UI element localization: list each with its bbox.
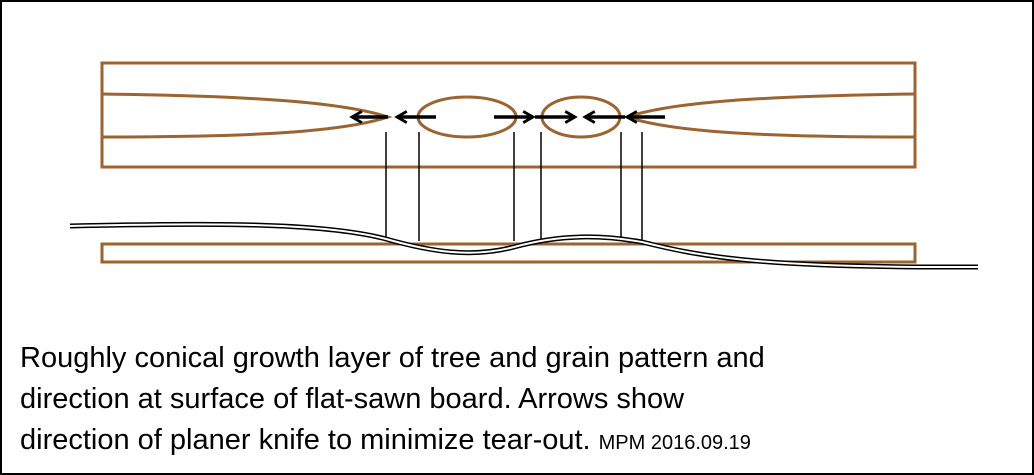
board-top-view [100, 61, 917, 169]
projection-lines [385, 132, 643, 241]
caption-line: Roughly conical growth layer of tree and… [20, 342, 765, 374]
growth-cone-right [622, 92, 916, 139]
grain-surface-line [69, 221, 979, 270]
caption-line-text: direction of planer knife to minimize te… [20, 424, 591, 456]
author-credit: MPM 2016.09.19 [598, 432, 751, 454]
caption: Roughly conical growth layer of tree and… [20, 338, 765, 464]
caption-line: direction at surface of flat-sawn board.… [20, 383, 685, 415]
board-edge-view [100, 242, 917, 264]
board-outline [100, 61, 917, 169]
caption-line: direction of planer knife to minimize te… [20, 420, 765, 464]
growth-cone-left [101, 92, 393, 139]
